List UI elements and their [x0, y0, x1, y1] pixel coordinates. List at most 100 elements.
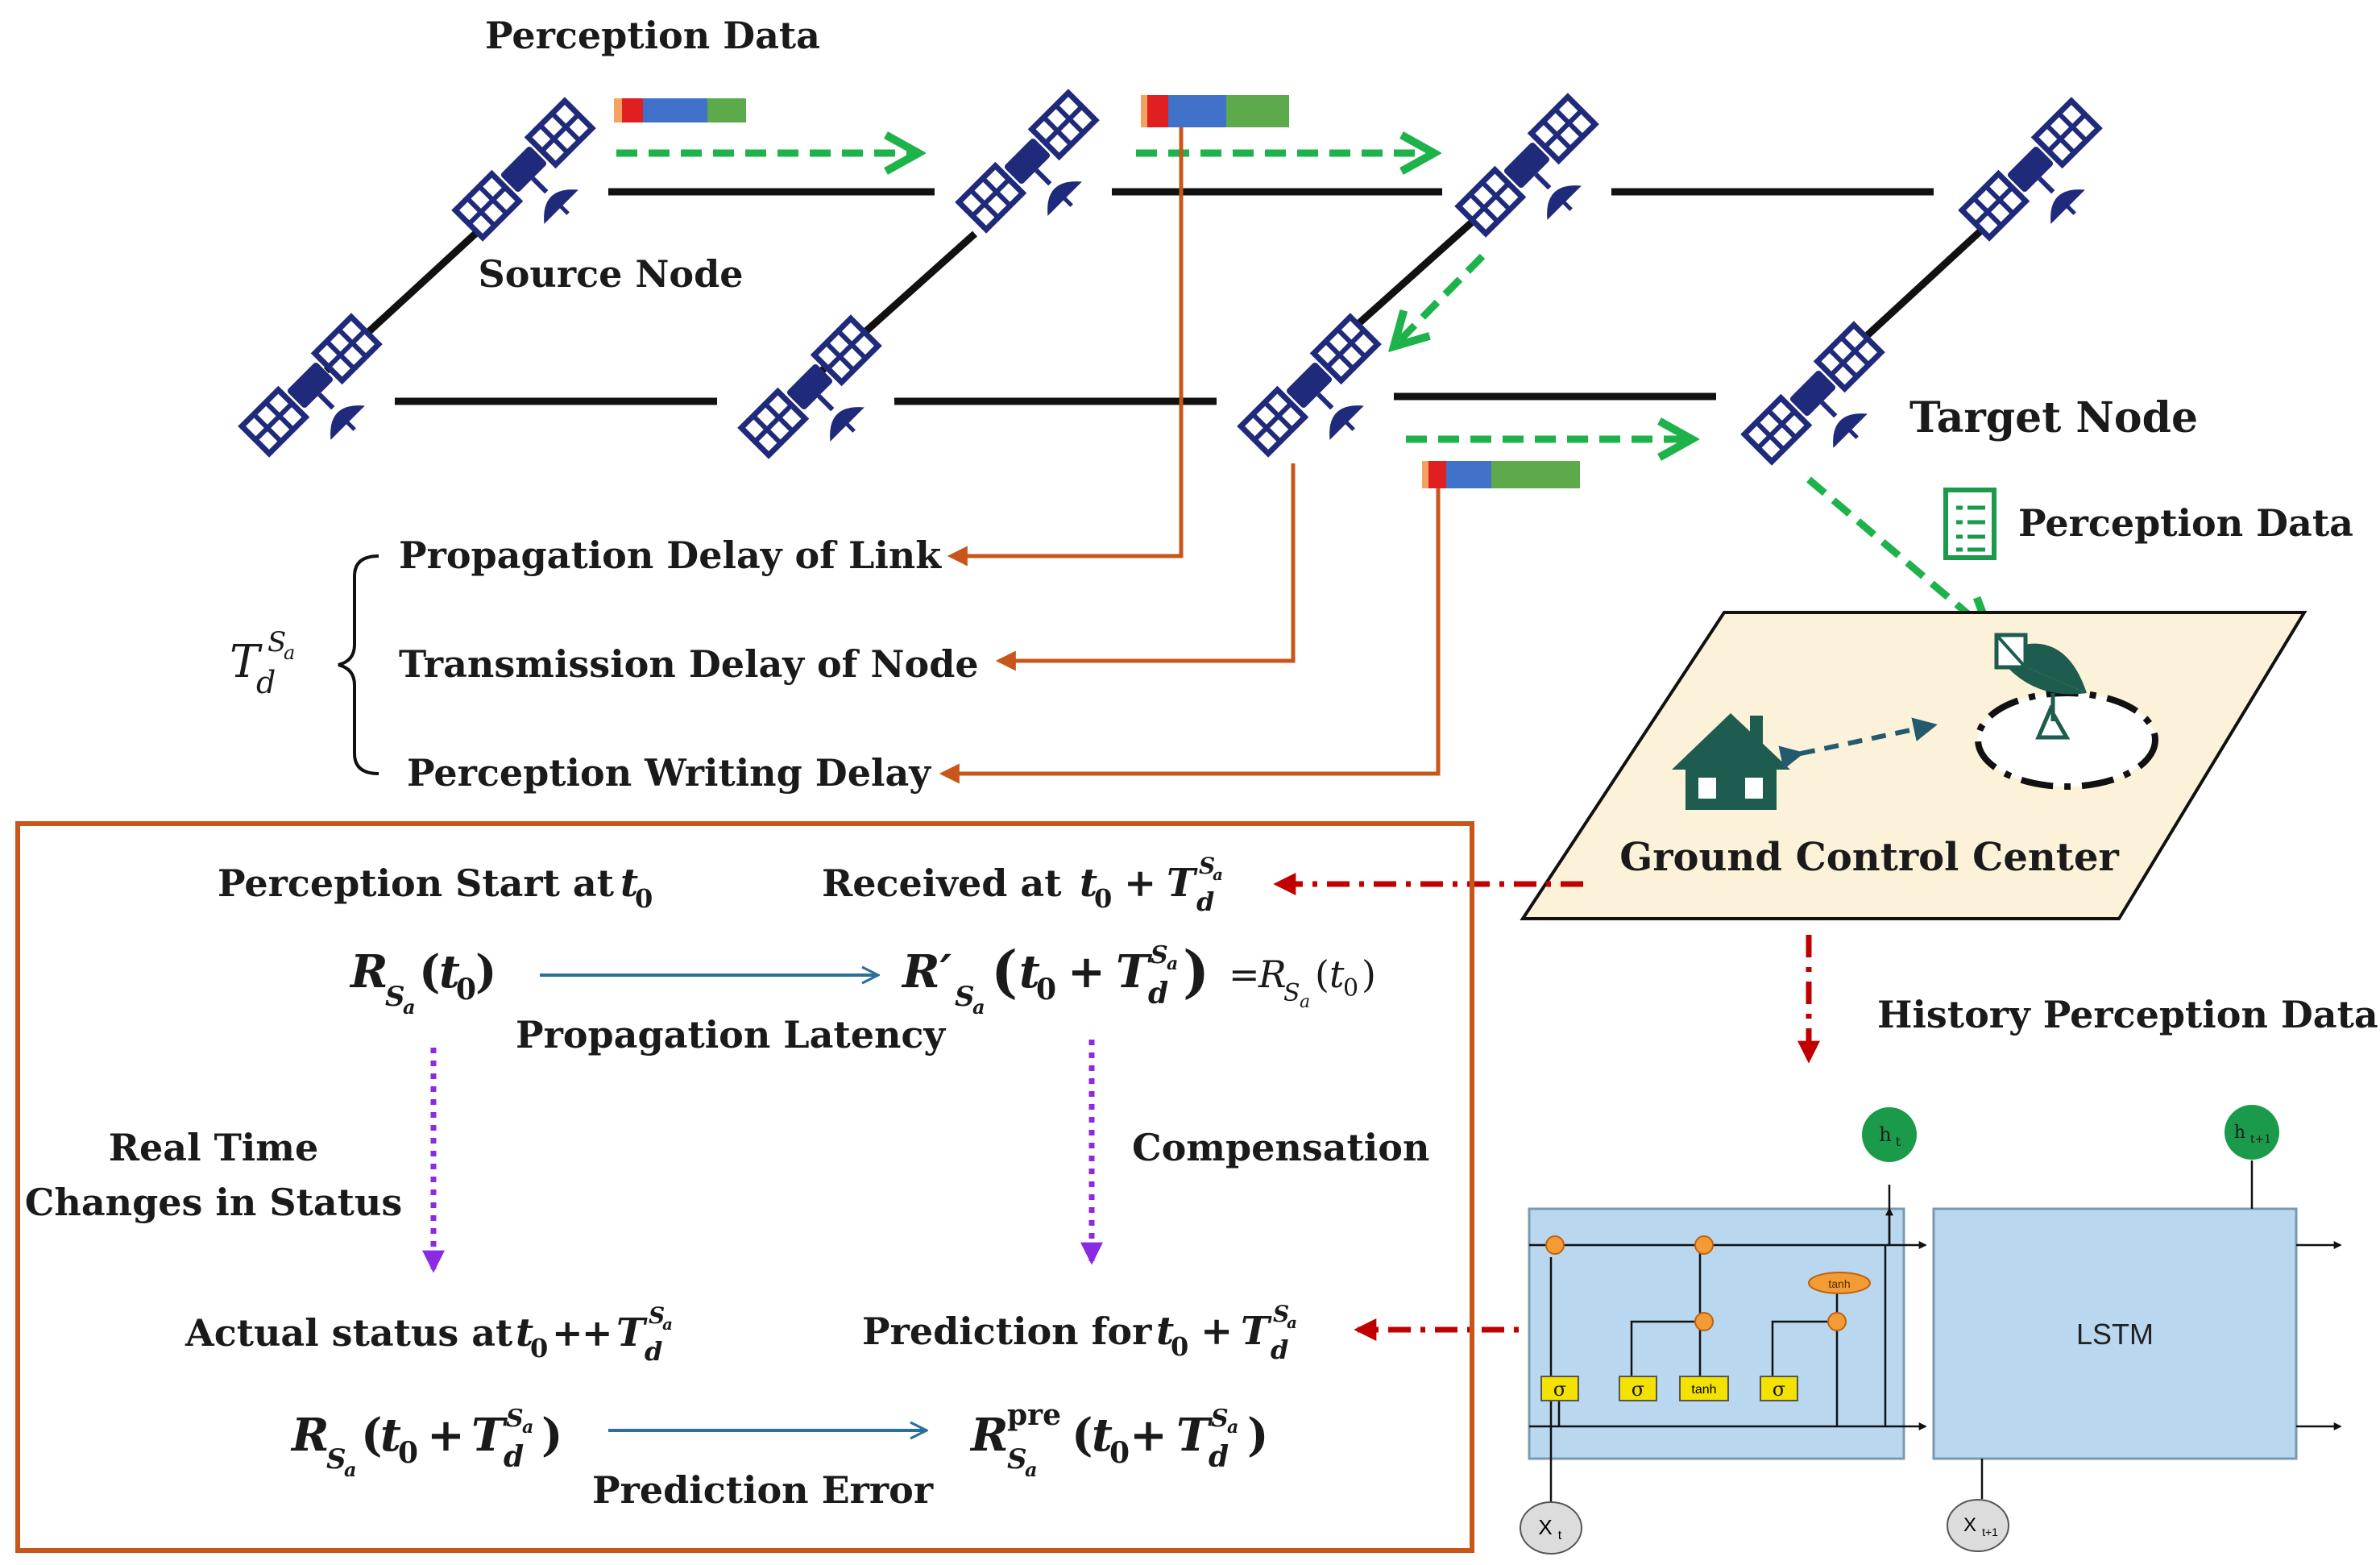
received-at-label: Received at t 0 + T d S a: [822, 853, 1223, 917]
svg-text:+: +: [1068, 945, 1105, 998]
td-symbol: T d S a: [230, 626, 295, 700]
ground-antenna-icon: [1975, 633, 2158, 790]
r-sa-t0-expression: R S a ( t 0 ): [349, 945, 497, 1019]
svg-text:(: (: [1072, 1409, 1093, 1462]
svg-text:0: 0: [1094, 883, 1112, 914]
sigma-gate-icon: [1619, 1376, 1657, 1401]
svg-text:LSTM: LSTM: [2076, 1318, 2154, 1351]
svg-text:0: 0: [635, 883, 653, 914]
svg-text:t: t: [1092, 1409, 1113, 1462]
svg-text:tanh: tanh: [1691, 1383, 1716, 1397]
svg-text:t: t: [439, 945, 460, 998]
lstm-block: LSTM h t+1 X t+1: [1932, 1105, 2342, 1552]
svg-text:0: 0: [1343, 974, 1358, 1003]
target-node-label: Target Node: [1909, 393, 2198, 442]
svg-text:tanh: tanh: [1828, 1277, 1850, 1290]
perception-start-label: Perception Start at t 0: [218, 861, 653, 914]
h-next-output-icon: [2225, 1105, 2279, 1160]
svg-text:h: h: [1879, 1123, 1891, 1146]
sigma-gate-icon: [1760, 1376, 1798, 1401]
svg-text:+: +: [582, 1311, 613, 1355]
lstm-cell: tanh σ σ tanh σ h t X t: [1520, 1107, 1927, 1555]
real-time-label: Real Time: [109, 1126, 318, 1169]
svg-text:t: t: [1019, 945, 1040, 998]
svg-text:d: d: [1196, 886, 1214, 917]
svg-text:X: X: [1963, 1514, 1976, 1536]
svg-text:+: +: [427, 1409, 465, 1462]
svg-text:R: R: [290, 1409, 330, 1462]
svg-text:a: a: [344, 1458, 357, 1481]
source-node-label: Source Node: [478, 252, 743, 296]
svg-text:0: 0: [1109, 1436, 1130, 1470]
svg-text:S: S: [506, 1405, 524, 1433]
svg-text:+: +: [1124, 861, 1156, 906]
svg-text:R: R: [969, 1409, 1009, 1462]
history-perception-data-label: History Perception Data: [1877, 993, 2378, 1036]
svg-text:S: S: [385, 981, 405, 1013]
svg-text:h: h: [2234, 1123, 2245, 1143]
add-op-icon: [1694, 1235, 1714, 1255]
satellite-icon: [455, 101, 623, 268]
svg-text:Actual status at: Actual status at: [185, 1311, 513, 1355]
svg-text:(: (: [991, 938, 1018, 1005]
perception-data-right-label: Perception Data: [2018, 501, 2353, 545]
svg-text:R: R: [1258, 953, 1287, 996]
svg-text:): ): [541, 1409, 563, 1462]
satellite-icon: [1458, 97, 1626, 264]
svg-text:S: S: [1273, 1301, 1289, 1327]
svg-text:S: S: [1007, 1443, 1027, 1476]
svg-text:t: t: [1080, 861, 1097, 906]
svg-text:T: T: [230, 636, 263, 688]
compensation-frame: [15, 821, 1474, 1553]
house-icon: [1672, 713, 1790, 810]
svg-text:T: T: [1116, 945, 1153, 998]
svg-text:0: 0: [398, 1436, 418, 1470]
svg-text:d: d: [645, 1336, 662, 1367]
delay-connectors: [939, 127, 1441, 784]
svg-text:S: S: [955, 981, 975, 1013]
svg-text:S: S: [1283, 979, 1300, 1007]
h-output-icon: [1862, 1107, 1917, 1162]
svg-text:a: a: [1167, 953, 1178, 974]
svg-text:T: T: [471, 1409, 508, 1462]
forwarding-arrows: [616, 153, 1990, 633]
prediction-for-label: Prediction for t 0 + T d S a: [862, 1301, 1297, 1365]
svg-text:a: a: [1300, 992, 1310, 1012]
r-sa-actual-expression: R S a ( t 0 + T d S a ): [290, 1405, 563, 1481]
r-pre-expression: R pre S a ( t 0 + T d S a ): [969, 1398, 1269, 1481]
svg-text:a: a: [403, 995, 416, 1019]
satellite-icon: [1241, 317, 1408, 484]
document-icon: [1943, 488, 1996, 560]
svg-text:): ): [1183, 938, 1209, 1005]
compensation-label: Compensation: [1132, 1126, 1429, 1169]
changes-in-status-label: Changes in Status: [25, 1181, 402, 1224]
svg-text:0: 0: [456, 973, 476, 1007]
svg-text:R′: R′: [901, 945, 952, 998]
svg-text:d: d: [1209, 1440, 1229, 1474]
svg-text:): ): [1247, 1409, 1269, 1462]
data-packet: [1141, 95, 1289, 127]
satellite-icon: [242, 317, 409, 484]
svg-text:σ: σ: [1553, 1378, 1566, 1401]
svg-text:d: d: [256, 665, 276, 700]
svg-text:a: a: [522, 1417, 533, 1438]
multiply-op-icon: [1694, 1312, 1714, 1331]
svg-text:0: 0: [1171, 1331, 1188, 1362]
svg-text:t: t: [1329, 953, 1345, 996]
svg-text:S: S: [1151, 941, 1168, 969]
perception-writing-delay-label: Perception Writing Delay: [407, 751, 931, 795]
svg-text:a: a: [1025, 1458, 1038, 1481]
svg-text:a: a: [1227, 1417, 1238, 1438]
satellite-icon: [1962, 101, 2129, 268]
multiply-op-icon: [1545, 1235, 1565, 1255]
propagation-latency-label: Propagation Latency: [516, 1013, 946, 1056]
svg-text:t: t: [1896, 1134, 1901, 1149]
svg-text:t+1: t+1: [2250, 1133, 2271, 1146]
tanh-gate-icon: [1679, 1376, 1729, 1401]
satellite-icon: [1744, 325, 1912, 492]
svg-text:T: T: [1176, 1409, 1213, 1462]
svg-text:0: 0: [530, 1333, 548, 1364]
svg-text:+: +: [552, 1311, 583, 1355]
